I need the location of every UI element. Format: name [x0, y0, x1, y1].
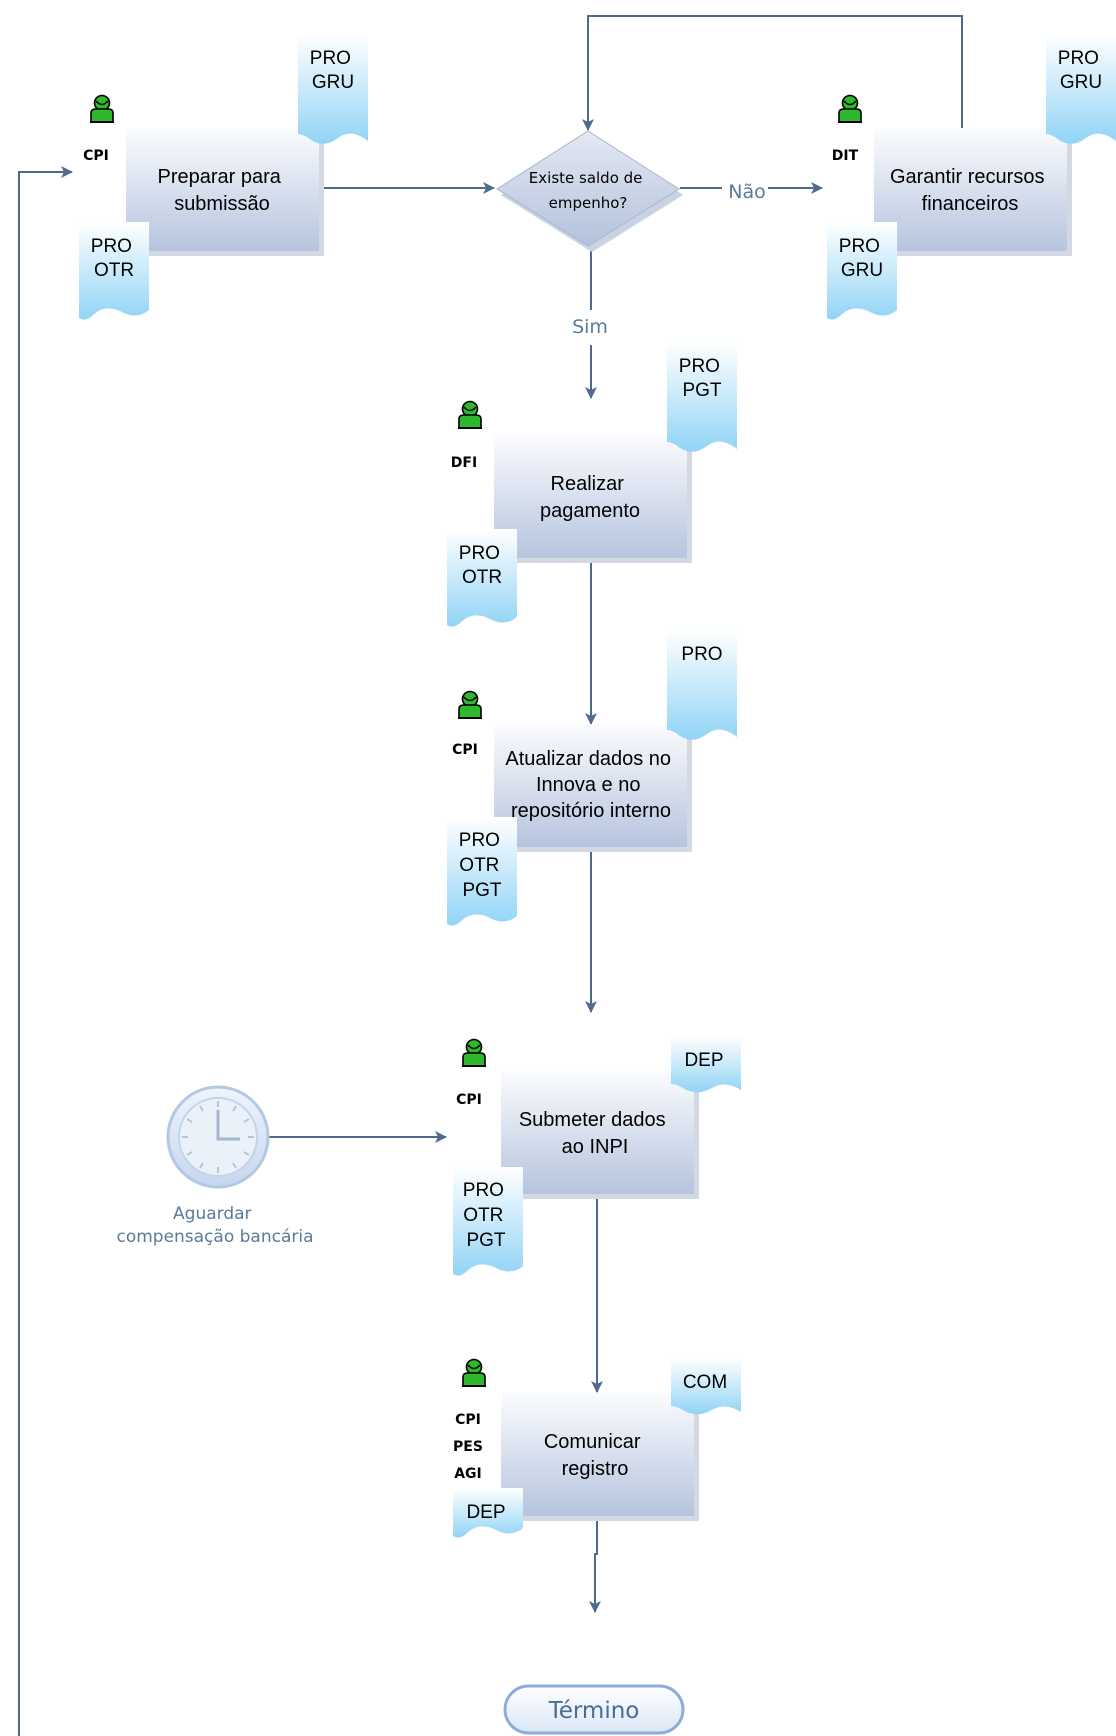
timer-label: Aguardar compensação bancária [116, 1204, 313, 1247]
doc-label: PRO OTR [91, 236, 137, 281]
flow-label-nao: Não [728, 181, 765, 203]
role-preparar: CPI [83, 94, 115, 164]
edges [18, 15, 963, 1736]
role-realizar: DFI [451, 400, 483, 471]
doc-comunicar-out[interactable]: COM [671, 1358, 741, 1415]
role-garantir: DIT [832, 94, 863, 164]
role-label: DFI [451, 455, 477, 471]
role-atualizar: CPI [452, 690, 483, 758]
actor-icon [89, 94, 115, 123]
doc-label: PRO GRU [310, 48, 356, 93]
doc-label: PRO OTR [459, 543, 505, 588]
doc-comunicar-in[interactable]: DEP [453, 1488, 523, 1538]
task-atualizar-label: Atualizar dados no Innova e no repositór… [505, 748, 676, 822]
doc-label: PRO OTR PGT [463, 1180, 509, 1251]
doc-atualizar-in[interactable]: PRO OTR PGT [447, 817, 517, 926]
doc-submeter-in[interactable]: PRO OTR PGT [453, 1167, 523, 1276]
actor-icon [457, 400, 483, 429]
doc-label: PRO GRU [839, 236, 885, 281]
task-preparar[interactable]: Preparar para submissão [126, 128, 324, 256]
task-realizar-label: Realizar pagamento [540, 473, 640, 522]
decision-label: Existe saldo de empenho? [529, 169, 647, 212]
doc-label: DEP [466, 1502, 505, 1523]
actor-icon [837, 94, 863, 123]
doc-submeter-out[interactable]: DEP [671, 1036, 741, 1093]
role-submeter: CPI [456, 1038, 487, 1108]
doc-preparar-in[interactable]: PRO OTR [79, 222, 149, 320]
role-label: AGI [454, 1466, 482, 1482]
doc-garantir-out[interactable]: PRO GRU [1046, 34, 1116, 144]
edge-garantir-to-decision [582, 15, 963, 131]
role-label: PES [453, 1439, 483, 1455]
decision-saldo-empenho[interactable]: Existe saldo de empenho? [496, 130, 683, 252]
task-garantir-label: Garantir recursos financeiros [890, 166, 1050, 215]
doc-label: PRO PGT [679, 356, 725, 401]
edge-loop-return [18, 166, 73, 1736]
actor-icon [461, 1358, 487, 1387]
doc-preparar-out[interactable]: PRO GRU [298, 34, 368, 144]
doc-realizar-out[interactable]: PRO PGT [667, 342, 737, 452]
task-comunicar[interactable]: Comunicar registro [501, 1393, 699, 1521]
doc-label: PRO GRU [1058, 48, 1104, 93]
role-label: CPI [455, 1412, 481, 1428]
role-label: DIT [832, 148, 859, 164]
task-submeter-label: Submeter dados ao INPI [519, 1109, 671, 1158]
actor-icon [461, 1038, 487, 1067]
timer-event[interactable]: Aguardar compensação bancária [116, 1085, 314, 1247]
role-label: CPI [452, 742, 478, 758]
task-realizar[interactable]: Realizar pagamento [494, 435, 692, 563]
role-comunicar: CPI PES AGI [453, 1358, 487, 1482]
doc-label: COM [683, 1372, 727, 1393]
clock-icon [166, 1085, 270, 1189]
doc-label: PRO OTR PGT [459, 830, 505, 901]
task-comunicar-label: Comunicar registro [544, 1431, 646, 1480]
doc-atualizar-out[interactable]: PRO [667, 630, 737, 740]
end-event-termino[interactable]: Término [503, 1684, 685, 1735]
end-event-label: Término [548, 1698, 640, 1724]
actor-icon [457, 690, 483, 719]
task-preparar-label: Preparar para submissão [158, 166, 287, 215]
edge-comunicar-to-end [589, 1512, 601, 1613]
doc-garantir-in[interactable]: PRO GRU [827, 222, 897, 320]
role-label: CPI [456, 1092, 482, 1108]
doc-label: PRO [681, 644, 722, 665]
role-label: CPI [83, 148, 109, 164]
flow-label-sim: Sim [572, 316, 608, 338]
doc-label: DEP [684, 1050, 723, 1071]
doc-realizar-in[interactable]: PRO OTR [447, 529, 517, 627]
task-garantir[interactable]: Garantir recursos financeiros [874, 128, 1072, 256]
task-submeter[interactable]: Submeter dados ao INPI [501, 1071, 699, 1199]
task-atualizar[interactable]: Atualizar dados no Innova e no repositór… [494, 724, 692, 852]
